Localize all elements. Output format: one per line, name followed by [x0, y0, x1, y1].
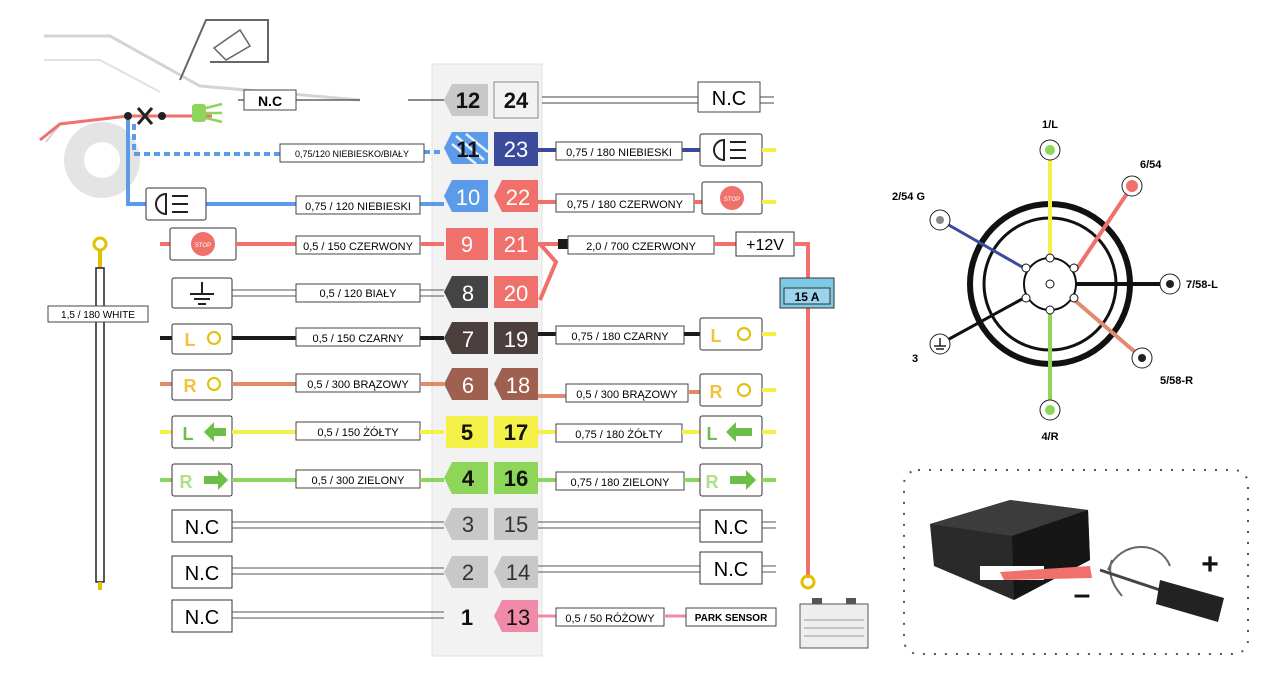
pin-7: 7 [462, 327, 474, 352]
wire-label-8: 0,5 / 120 BIAŁY [319, 288, 397, 300]
pin-9: 9 [461, 232, 473, 257]
l-letter-17: L [707, 424, 718, 444]
battery-icon [799, 598, 869, 649]
socket-diagram: 1/L 6/54 2/54 G 7/58-L 3 5/58-R 4/R [892, 119, 1218, 443]
r-letter-16: R [706, 472, 719, 492]
wire-label-21: 2,0 / 700 CZERWONY [586, 241, 696, 253]
socket-pin-254g: 2/54 G [892, 191, 925, 203]
wire-label-23: 0,75 / 180 NIEBIESKI [566, 147, 672, 159]
pin-13: 13 [506, 605, 530, 630]
wire-label-9: 0,5 / 150 CZERWONY [303, 241, 413, 253]
pin-22: 22 [506, 185, 530, 210]
row-12-24: N.C N.C [238, 81, 774, 113]
pin-10: 10 [456, 185, 480, 210]
pin-17: 17 [504, 420, 528, 445]
wire-label-7: 0,5 / 150 CZARNY [312, 333, 404, 345]
park-sensor-label: PARK SENSOR [695, 613, 768, 624]
fuse-label: 15 A [795, 290, 820, 304]
socket-pin-558r: 5/58-R [1160, 375, 1193, 387]
pin-16: 16 [504, 466, 528, 491]
pin-20: 20 [504, 281, 528, 306]
pin-4: 4 [462, 466, 475, 491]
pin-12: 12 [456, 88, 480, 113]
socket-pin-1l: 1/L [1042, 119, 1058, 131]
wire-label-22: 0,75 / 180 CZERWONY [567, 199, 684, 211]
right-wires: 0,75 / 180 NIEBIESKI 0,75 / 180 CZERWONY… [538, 133, 869, 649]
pin-8: 8 [462, 281, 474, 306]
connector-right-pins: 24 23 22 21 20 19 18 17 16 15 14 13 [493, 81, 539, 632]
nc-label-2: N.C [185, 563, 219, 585]
car-illustration [39, 19, 361, 198]
r-letter-18: R [710, 382, 723, 402]
l-letter-19: L [711, 326, 722, 346]
wire-label-5: 0,5 / 150 ŻÓŁTY [317, 426, 399, 439]
stop-icon-22: STOP [724, 197, 740, 203]
plus12-label: +12V [746, 237, 784, 254]
pin-3: 3 [462, 512, 474, 537]
ground-wire-label: 1,5 / 180 WHITE [61, 310, 135, 321]
wire-label-13: 0,5 / 50 RÓŻOWY [565, 612, 655, 625]
socket-pin-4r: 4/R [1041, 431, 1058, 443]
pin-24: 24 [504, 88, 529, 113]
wire-label-17: 0,75 / 180 ŻÓŁTY [575, 428, 663, 441]
wire-label-11: 0,75/120 NIEBIESKO/BIAŁY [295, 149, 409, 159]
socket-pin-3: 3 [912, 353, 918, 365]
nc-label-14: N.C [714, 559, 748, 581]
pin-23: 23 [504, 137, 528, 162]
pin-1: 1 [461, 605, 473, 630]
wire-label-19: 0,75 / 180 CZARNY [571, 331, 669, 343]
stop-icon-9: STOP [195, 243, 211, 249]
pin-5: 5 [461, 420, 473, 445]
pin-6: 6 [462, 373, 474, 398]
socket-pin-758l: 7/58-L [1186, 279, 1218, 291]
wire-label-16: 0,75 / 180 ZIELONY [570, 477, 670, 489]
minus-sign: – [1074, 578, 1091, 611]
pin-21: 21 [504, 232, 528, 257]
nc-label-24: N.C [712, 88, 746, 110]
r-letter-4: R [180, 472, 193, 492]
pin-2: 2 [462, 560, 474, 585]
l-letter-5: L [183, 424, 194, 444]
r-letter-6: R [184, 376, 197, 396]
module-illustration: + – [903, 469, 1249, 655]
socket-pin-654: 6/54 [1140, 159, 1162, 171]
pin-19: 19 [504, 327, 528, 352]
pin-15: 15 [504, 512, 528, 537]
nc-label-15: N.C [714, 517, 748, 539]
connector-left-pins: 12 11 10 9 8 7 6 5 4 3 2 1 [444, 84, 489, 632]
wire-label-6: 0,5 / 300 BRĄZOWY [307, 379, 409, 391]
pin-18: 18 [506, 373, 530, 398]
left-wires: 0,75/120 NIEBIESKO/BIAŁY 0,75 / 120 NIEB… [47, 120, 444, 633]
pin-14: 14 [506, 560, 530, 585]
l-letter-7: L [185, 330, 196, 350]
nc-label-12: N.C [258, 93, 282, 109]
pin-11: 11 [456, 137, 479, 162]
wire-label-18: 0,5 / 300 BRĄZOWY [576, 389, 678, 401]
wire-label-4: 0,5 / 300 ZIELONY [312, 475, 406, 487]
nc-label-3: N.C [185, 517, 219, 539]
wire-label-10: 0,75 / 120 NIEBIESKI [305, 201, 411, 213]
plus-sign: + [1201, 548, 1219, 581]
nc-label-1: N.C [185, 607, 219, 629]
